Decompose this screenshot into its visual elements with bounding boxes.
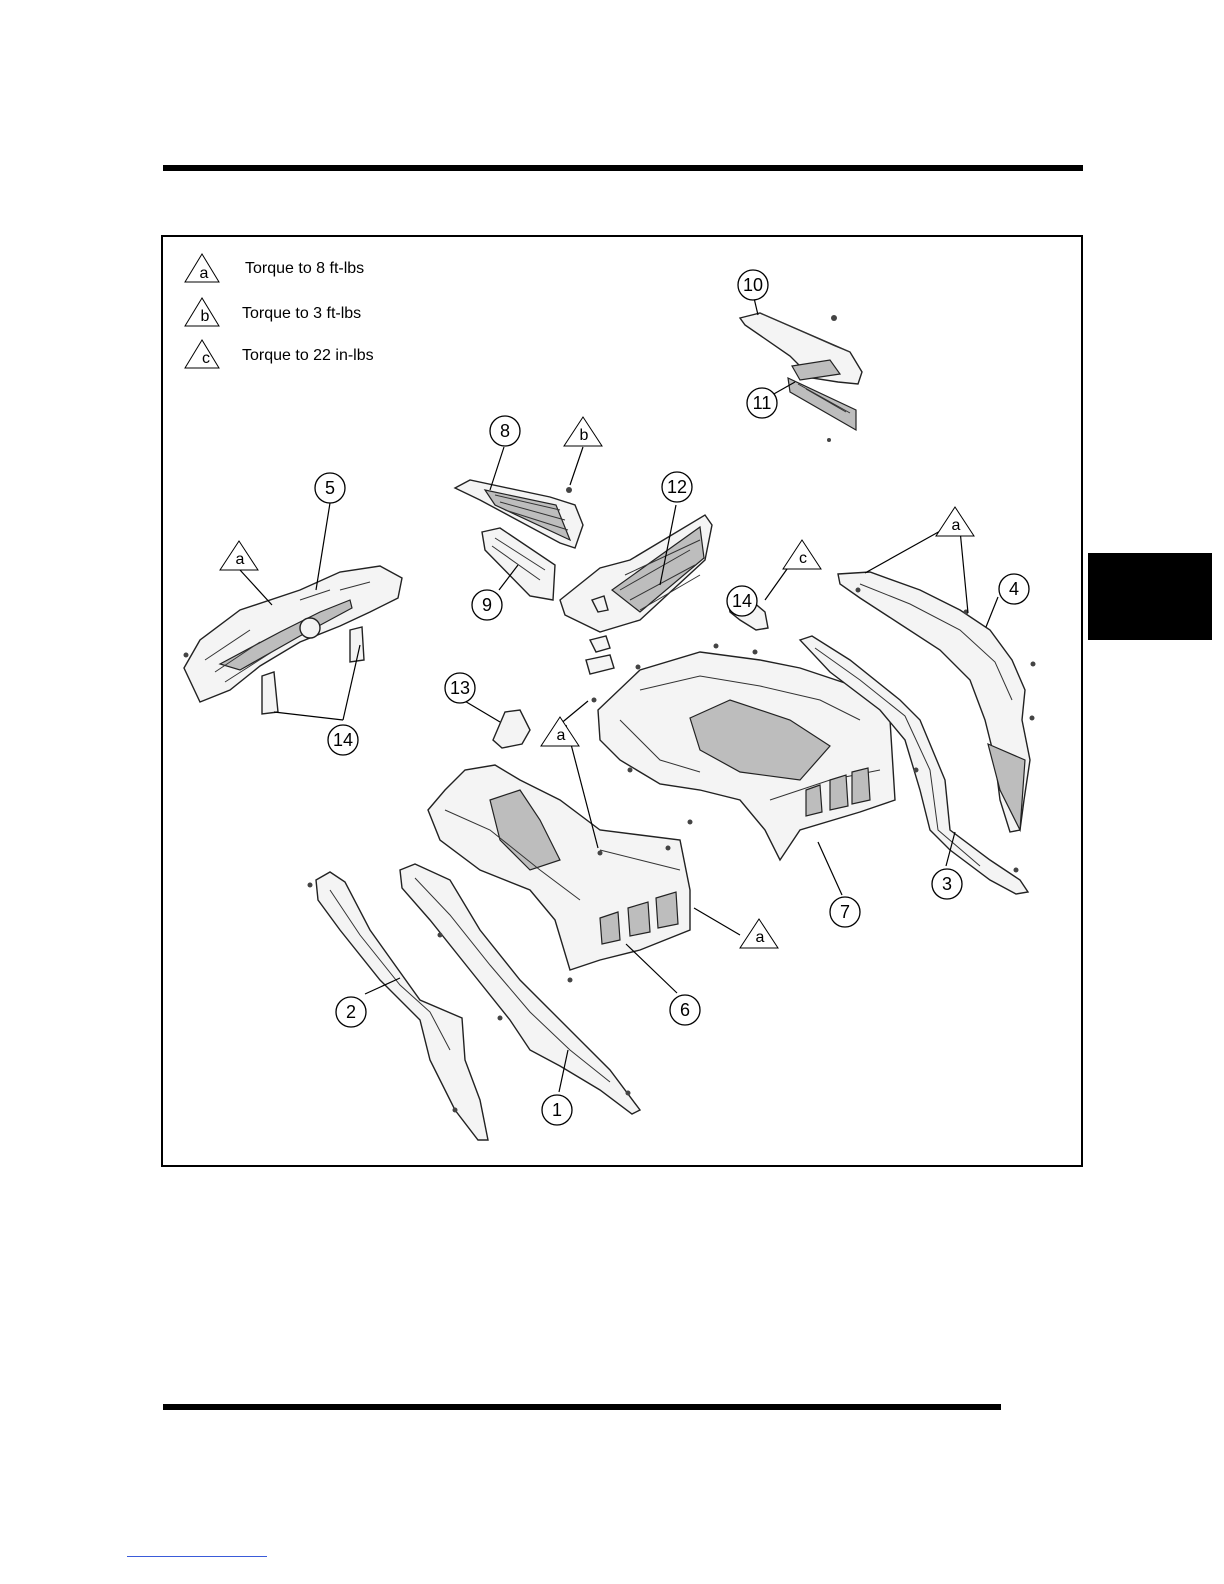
callout-2: 2 <box>336 997 366 1027</box>
torque-mark-a: a <box>557 727 566 744</box>
callout-14: 14 <box>727 586 757 616</box>
fastener-icon <box>184 653 189 658</box>
torque-mark-a: a <box>952 517 961 534</box>
legend-text: Torque to 3 ft-lbs <box>242 305 361 322</box>
svg-text:3: 3 <box>942 874 952 894</box>
fastener-icon <box>827 438 831 442</box>
svg-text:14: 14 <box>732 591 752 611</box>
legend-symbol: b <box>201 308 210 325</box>
svg-text:7: 7 <box>840 902 850 922</box>
svg-text:4: 4 <box>1009 579 1019 599</box>
svg-text:5: 5 <box>325 478 335 498</box>
callout-7: 7 <box>830 897 860 927</box>
svg-text:8: 8 <box>500 421 510 441</box>
svg-text:10: 10 <box>743 275 763 295</box>
callout-4: 4 <box>999 574 1029 604</box>
svg-text:14: 14 <box>333 730 353 750</box>
torque-mark-a: a <box>236 551 245 568</box>
fastener-icon <box>831 315 837 321</box>
svg-text:11: 11 <box>753 393 772 413</box>
callout-11: 11 <box>747 388 777 418</box>
callout-1: 1 <box>542 1095 572 1125</box>
torque-mark-a: a <box>756 929 765 946</box>
callout-3: 3 <box>932 869 962 899</box>
callout-6: 6 <box>670 995 700 1025</box>
callout-13: 13 <box>445 673 475 703</box>
callout-5: 5 <box>315 473 345 503</box>
legend-symbol: c <box>202 350 210 367</box>
fastener-icon <box>566 487 572 493</box>
callout-12: 12 <box>662 472 692 502</box>
callout-8: 8 <box>490 416 520 446</box>
svg-text:12: 12 <box>667 477 687 497</box>
svg-text:6: 6 <box>680 1000 690 1020</box>
legend-text: Torque to 8 ft-lbs <box>245 260 364 277</box>
torque-mark-b: b <box>580 427 589 444</box>
legend-text: Torque to 22 in-lbs <box>242 347 374 364</box>
svg-text:13: 13 <box>450 678 470 698</box>
legend-symbol: a <box>200 265 209 282</box>
callout-9: 9 <box>472 590 502 620</box>
svg-text:2: 2 <box>346 1002 356 1022</box>
svg-text:9: 9 <box>482 595 492 615</box>
svg-text:1: 1 <box>552 1100 562 1120</box>
callout-10: 10 <box>738 270 768 300</box>
torque-mark-c: c <box>799 550 807 567</box>
callout-14: 14 <box>328 725 358 755</box>
